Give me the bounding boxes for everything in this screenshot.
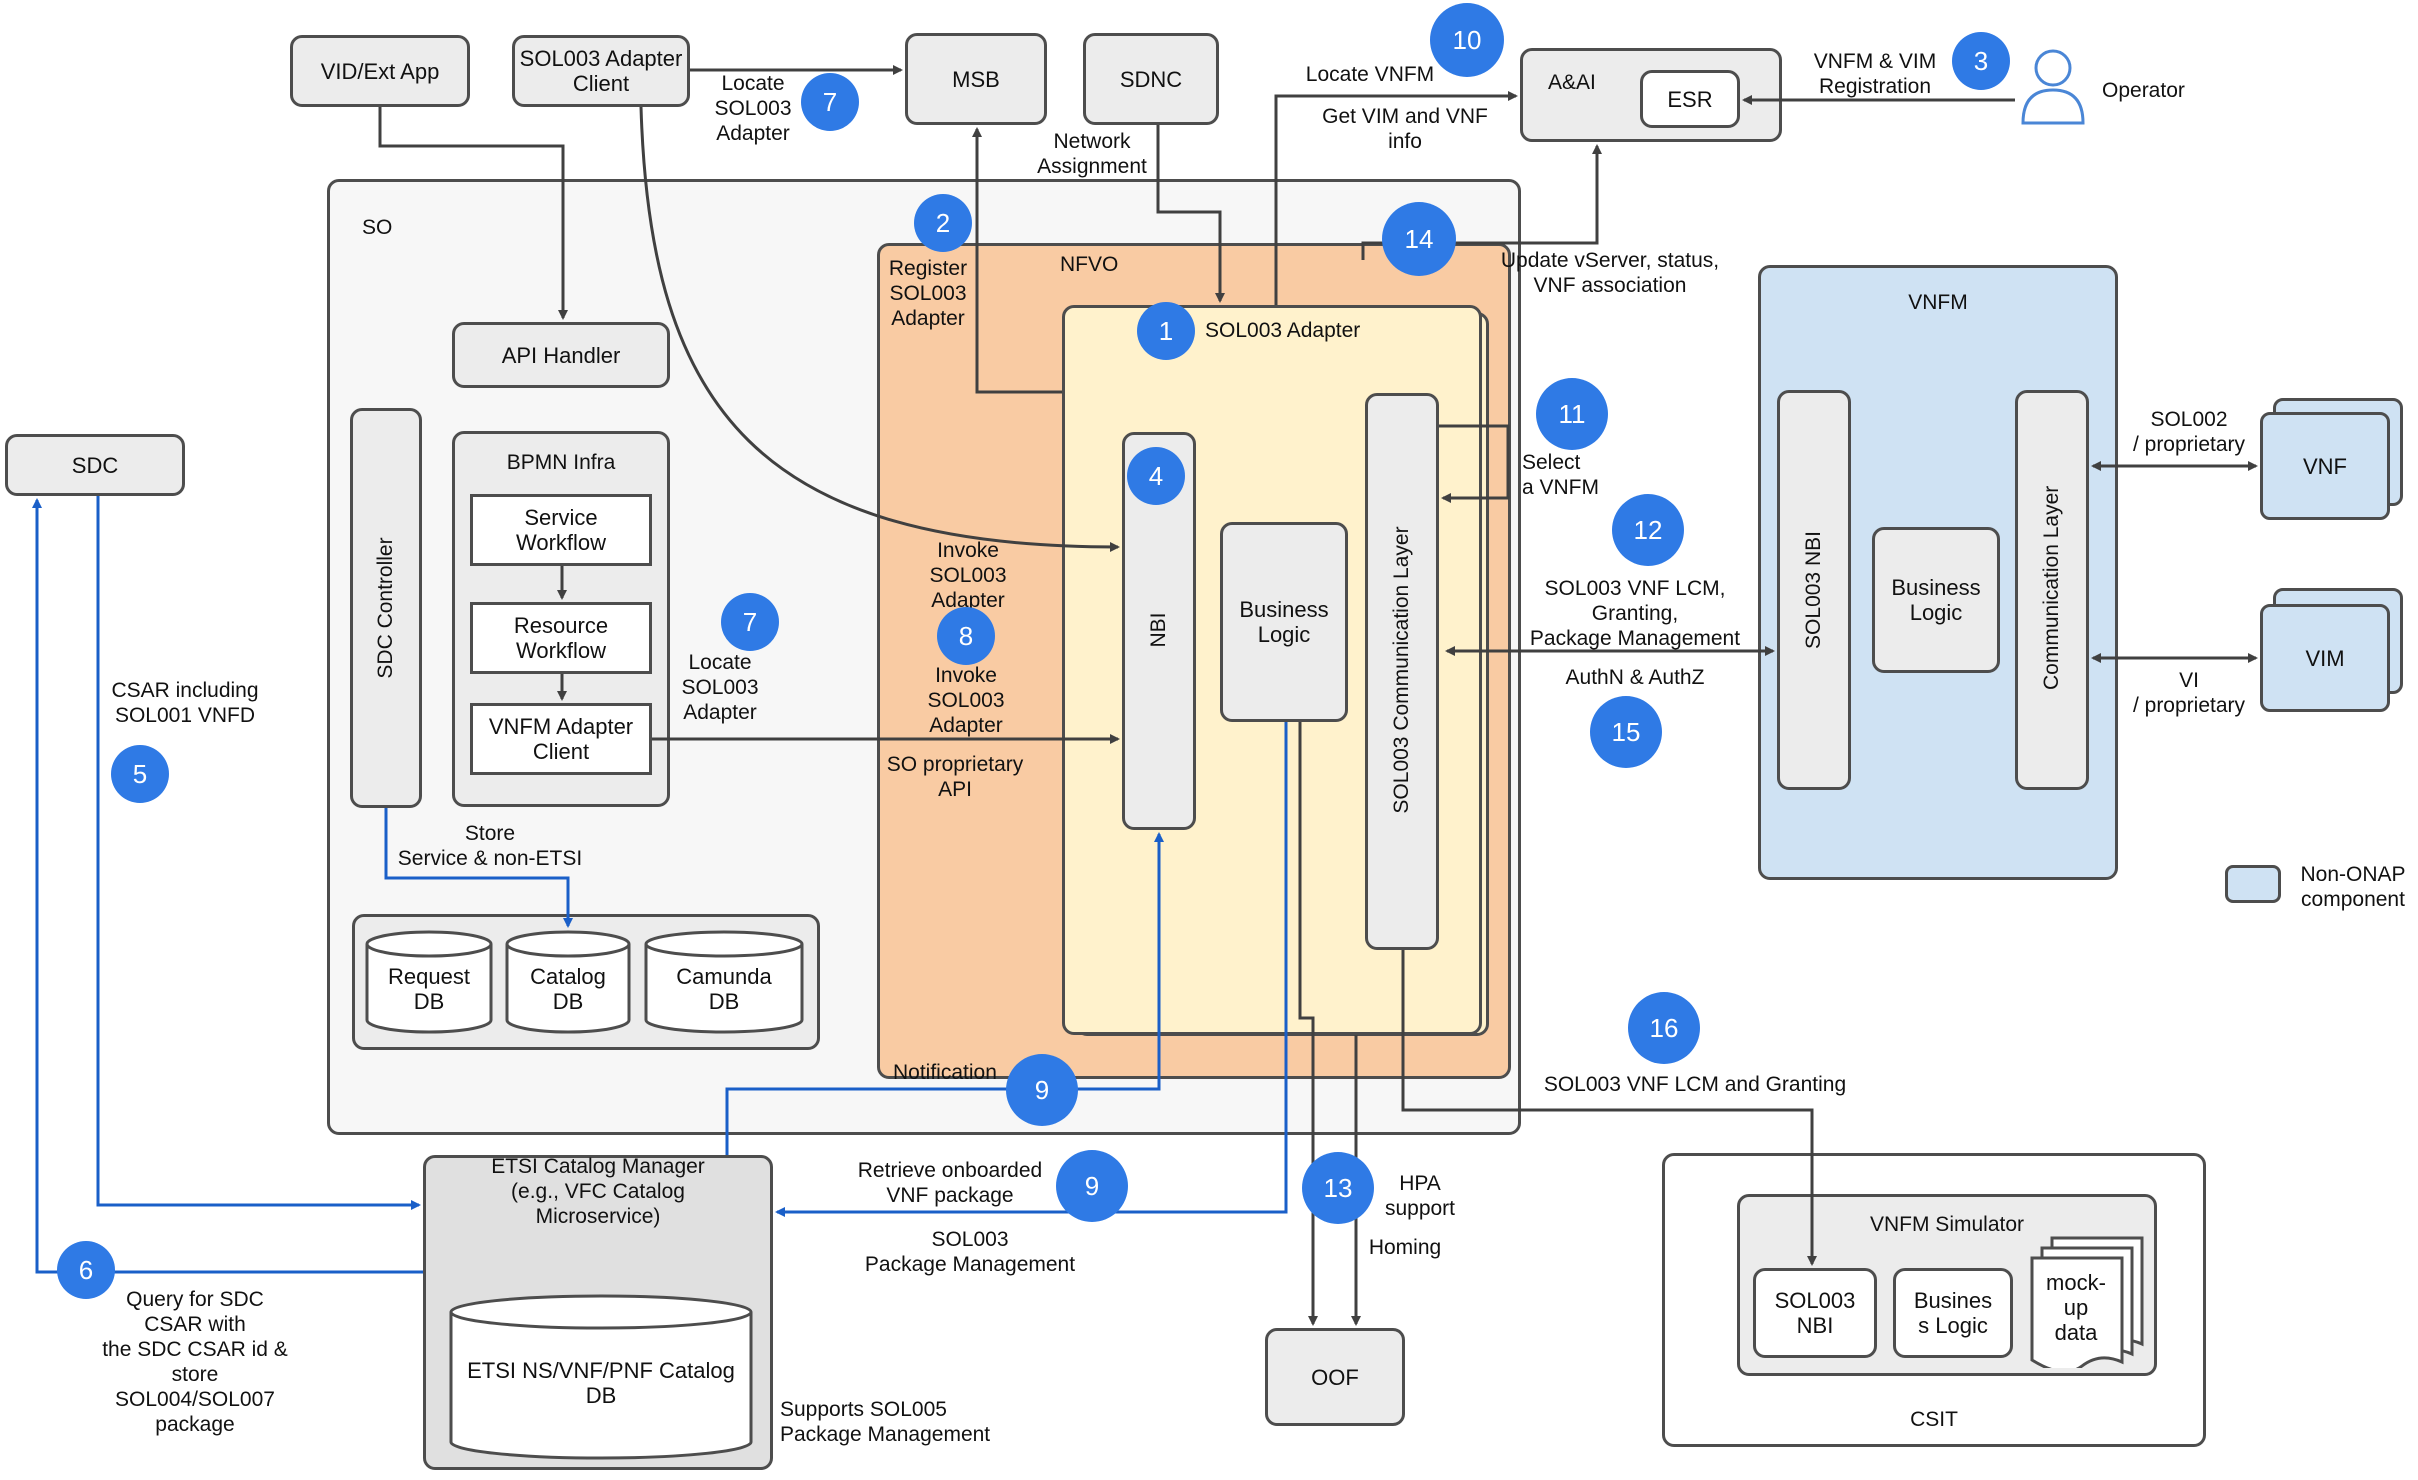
label-invoke-1: Invoke SOL003 Adapter — [929, 539, 1007, 612]
sdnc-box[interactable]: SDNC — [1083, 33, 1219, 125]
label-package-management: SOL003 Package Management — [864, 1228, 1076, 1276]
label-locate-mid: Locate SOL003 Adapter — [681, 651, 759, 724]
step-badge-5: 5 — [111, 745, 169, 803]
label-so-proprietary: SO proprietary API — [886, 753, 1024, 801]
label-update-vserver: Update vServer, status, VNF association — [1500, 249, 1720, 297]
service-workflow-box[interactable]: Service Workflow — [470, 494, 652, 566]
label-query: Query for SDC CSAR with the SDC CSAR id … — [102, 1288, 288, 1436]
label-register: Register SOL003 Adapter — [888, 257, 968, 330]
label-locate-vnfm: Locate VNFM — [1305, 63, 1435, 86]
label-invoke-2: Invoke SOL003 Adapter — [927, 664, 1005, 737]
step-badge-10: 10 — [1430, 3, 1504, 77]
nfvo-label: NFVO — [1060, 253, 1119, 276]
sdc-controller-label: SDC Controller — [374, 537, 397, 679]
mockup-data-document: mock- up data — [2030, 1236, 2146, 1368]
label-store: Store Service & non-ETSI — [397, 822, 583, 870]
sdc-box[interactable]: SDC — [5, 434, 185, 496]
sol003-adapter-client-box[interactable]: SOL003 Adapter Client — [512, 35, 690, 107]
label-non-onap: Non-ONAP component — [2300, 863, 2406, 911]
step-badge-16: 16 — [1628, 992, 1700, 1064]
label-get-vim-info: Get VIM and VNF info — [1322, 105, 1488, 153]
sol003-nbi-label: SOL003 NBI — [1802, 531, 1825, 649]
step-badge-7-mid: 7 — [721, 593, 779, 651]
label-vi: VI / proprietary — [2132, 669, 2246, 717]
step-badge-8: 8 — [937, 607, 995, 665]
simulator-business-logic-box[interactable]: Busines s Logic — [1893, 1268, 2013, 1358]
vnf-box[interactable]: VNF — [2260, 412, 2390, 520]
sol003-communication-layer-label: SOL003 Communication Layer — [1390, 526, 1413, 814]
vnfm-adapter-client-box[interactable]: VNFM Adapter Client — [470, 703, 652, 775]
step-badge-1: 1 — [1137, 302, 1195, 360]
camunda-db-label: Camunda DB — [676, 964, 772, 1014]
label-sol002: SOL002 / proprietary — [2132, 408, 2246, 456]
vnfm-label: VNFM — [1908, 291, 1968, 314]
business-logic-box[interactable]: Business Logic — [1220, 522, 1348, 722]
step-badge-14: 14 — [1382, 202, 1456, 276]
step-badge-9-retrieve: 9 — [1056, 1150, 1128, 1222]
label-locate-top: Locate SOL003 Adapter — [714, 72, 792, 145]
label-select-vnfm: Select a VNFM — [1522, 451, 1600, 499]
esr-box[interactable]: ESR — [1640, 70, 1740, 128]
label-sol005: Supports SOL005 Package Management — [780, 1398, 991, 1446]
bpmn-infra-label: BPMN Infra — [506, 451, 616, 474]
aai-label: A&AI — [1548, 71, 1596, 94]
label-csar: CSAR including SOL001 VNFD — [111, 679, 259, 727]
mockup-data-label: mock- up data — [2046, 1270, 2106, 1345]
label-lcm: SOL003 VNF LCM, Granting, Package Manage… — [1529, 577, 1741, 650]
step-badge-7-top: 7 — [801, 73, 859, 131]
so-label: SO — [362, 216, 393, 239]
msb-box[interactable]: MSB — [905, 33, 1047, 125]
label-vnfm-vim-registration: VNFM & VIM Registration — [1813, 50, 1937, 98]
request-db-label: Request DB — [388, 964, 470, 1014]
etsi-catalog-db[interactable]: ETSI NS/VNF/PNF Catalog DB — [448, 1292, 754, 1462]
vid-ext-app-box[interactable]: VID/Ext App — [290, 35, 470, 107]
etsi-catalog-label: ETSI Catalog Manager (e.g., VFC Catalog … — [491, 1155, 705, 1228]
vim-box[interactable]: VIM — [2260, 604, 2390, 712]
label-retrieve: Retrieve onboarded VNF package — [857, 1159, 1043, 1207]
label-network-assignment: Network Assignment — [1037, 130, 1147, 178]
sol003-nbi-box[interactable] — [1777, 390, 1851, 790]
step-badge-13: 13 — [1302, 1152, 1374, 1224]
vnfm-business-logic-box[interactable]: Business Logic — [1872, 527, 2000, 673]
step-badge-9-notification: 9 — [1006, 1054, 1078, 1126]
api-handler-box[interactable]: API Handler — [452, 322, 670, 388]
sol003-adapter-label: SOL003 Adapter — [1205, 319, 1361, 342]
vnfm-communication-layer-box[interactable] — [2015, 390, 2089, 790]
vnfm-simulator-label: VNFM Simulator — [1869, 1213, 2025, 1236]
vnfm-communication-layer-label: Communication Layer — [2040, 485, 2063, 690]
step-badge-4: 4 — [1127, 447, 1185, 505]
resource-workflow-box[interactable]: Resource Workflow — [470, 602, 652, 674]
step-badge-11: 11 — [1536, 378, 1608, 450]
camunda-db[interactable]: Camunda DB — [643, 930, 805, 1034]
non-onap-legend-swatch — [2225, 865, 2281, 903]
etsi-catalog-db-label: ETSI NS/VNF/PNF Catalog DB — [467, 1358, 735, 1408]
step-badge-12: 12 — [1612, 494, 1684, 566]
sol003-communication-layer-box[interactable] — [1365, 393, 1439, 950]
catalog-db-label: Catalog DB — [530, 964, 606, 1014]
step-badge-15: 15 — [1590, 696, 1662, 768]
step-badge-3: 3 — [1952, 32, 2010, 90]
csit-label: CSIT — [1910, 1408, 1958, 1431]
label-lcm-granting: SOL003 VNF LCM and Granting — [1543, 1073, 1847, 1096]
catalog-db[interactable]: Catalog DB — [504, 930, 632, 1034]
operator-label: Operator — [2102, 79, 2185, 102]
operator-icon — [2018, 46, 2088, 126]
label-notification: Notification — [893, 1061, 997, 1084]
request-db[interactable]: Request DB — [364, 930, 494, 1034]
label-homing: Homing — [1368, 1236, 1442, 1259]
label-hpa: HPA support — [1384, 1172, 1456, 1220]
step-badge-2: 2 — [914, 194, 972, 252]
step-badge-6: 6 — [57, 1241, 115, 1299]
oof-box[interactable]: OOF — [1265, 1328, 1405, 1426]
simulator-nbi-box[interactable]: SOL003 NBI — [1753, 1268, 1877, 1358]
nbi-label: NBI — [1147, 612, 1170, 648]
label-authn: AuthN & AuthZ — [1565, 666, 1705, 689]
